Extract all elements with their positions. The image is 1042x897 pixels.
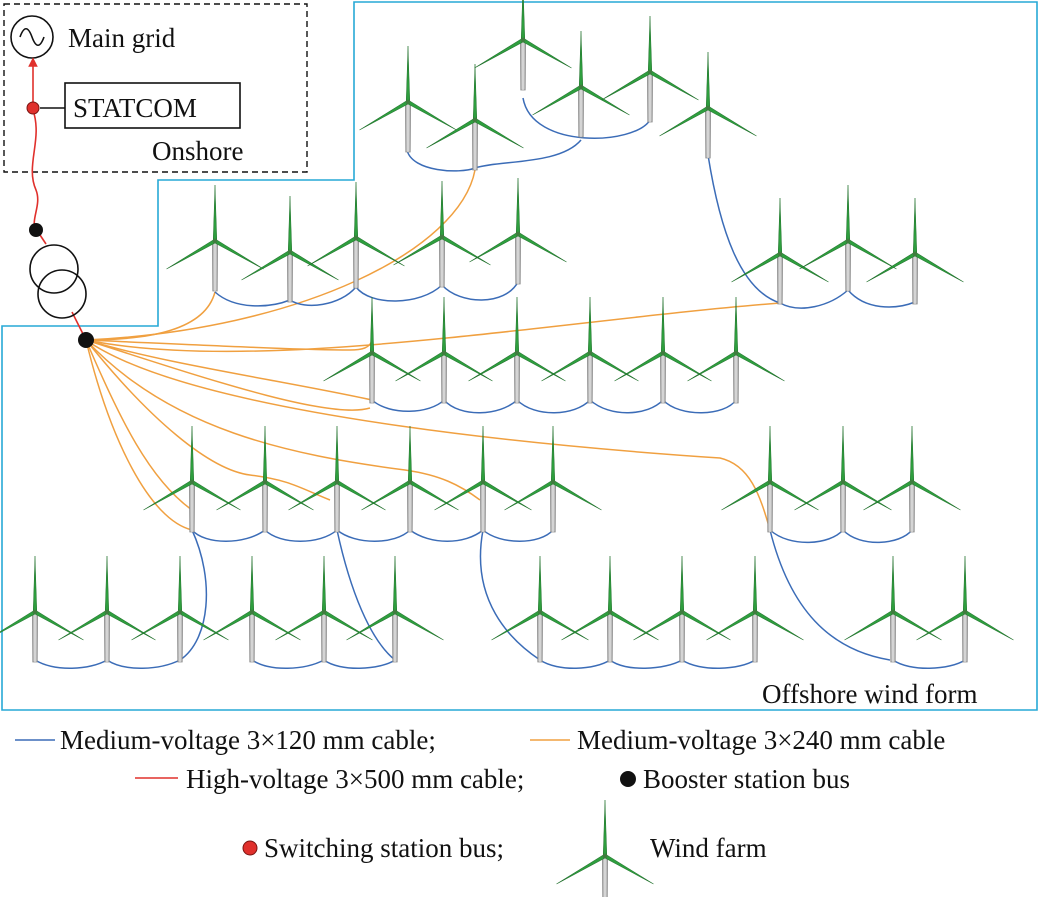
switching-station-bus xyxy=(26,101,40,115)
wind-turbine-icon xyxy=(503,425,603,533)
wind-turbine-icon xyxy=(0,555,85,663)
wind-turbine-icon xyxy=(142,425,242,533)
offshore-boundary xyxy=(1,1,1038,711)
wind-turbine-icon xyxy=(425,63,525,171)
wind-turbine-icon xyxy=(793,425,893,533)
wind-turbine-icon xyxy=(358,45,458,153)
legend-booster-bus-label: Booster station bus xyxy=(643,764,850,794)
wind-turbine-icon xyxy=(306,181,406,289)
wind-turbine-icon xyxy=(730,197,830,305)
wind-turbine-icon xyxy=(274,555,374,663)
wind-turbine-icon xyxy=(865,197,965,305)
wind-turbine-icon xyxy=(560,555,660,663)
wind-turbine-icon xyxy=(632,555,732,663)
wind-turbine-icon xyxy=(240,195,340,303)
wind-turbine-icon xyxy=(843,555,943,663)
wind-turbine-icon xyxy=(473,0,573,91)
wind-turbine-icon xyxy=(915,555,1015,663)
legend-mv240-label: Medium-voltage 3×240 mm cable xyxy=(577,725,945,755)
main-grid-label: Main grid xyxy=(68,23,176,53)
legend-mv120-label: Medium-voltage 3×120 mm cable; xyxy=(60,725,436,755)
legend: Medium-voltage 3×120 mm cable; Medium-vo… xyxy=(15,725,945,897)
wind-turbine-icon xyxy=(360,425,460,533)
wind-turbine-icon xyxy=(798,184,898,292)
legend-switching-bus-label: Switching station bus; xyxy=(264,833,504,863)
legend-switching-bus-marker xyxy=(242,840,258,856)
wind-turbine-icon xyxy=(394,296,494,404)
transformer-icon xyxy=(29,244,87,319)
wind-turbine-icon xyxy=(433,425,533,533)
wind-turbine-icon xyxy=(555,799,655,897)
wind-turbine-icon xyxy=(862,425,962,533)
wind-turbine-icon xyxy=(540,296,640,404)
wind-turbine-icon xyxy=(658,51,758,159)
wind-turbine-icon xyxy=(467,296,567,404)
statcom-label: STATCOM xyxy=(73,93,197,123)
legend-wind-farm-label: Wind farm xyxy=(650,833,767,863)
wind-turbine-icon xyxy=(705,555,805,663)
wind-turbine-icon xyxy=(686,296,786,404)
booster-station-bus xyxy=(78,332,94,348)
wind-turbine-icon xyxy=(287,425,387,533)
legend-hv500-label: High-voltage 3×500 mm cable; xyxy=(186,764,524,794)
ac-source-icon xyxy=(10,15,54,59)
wind-turbine-icon xyxy=(720,425,820,533)
wind-turbine-icon xyxy=(392,180,492,288)
onshore-label: Onshore xyxy=(152,136,243,166)
wind-turbine-icon xyxy=(490,555,590,663)
wind-turbine-icon xyxy=(531,30,631,138)
wind-turbine-icon xyxy=(57,555,157,663)
wind-turbine-icon xyxy=(215,425,315,533)
booster-bus-small xyxy=(29,223,43,237)
offshore-label: Offshore wind form xyxy=(762,679,977,709)
statcom-box xyxy=(64,82,241,129)
onshore-boundary xyxy=(3,3,308,173)
legend-booster-bus-marker xyxy=(620,771,636,787)
wind-turbine-icon xyxy=(130,555,230,663)
wind-turbine-icon xyxy=(468,177,568,285)
mv240-cables xyxy=(85,169,781,531)
mv120-cables xyxy=(34,97,966,669)
wind-turbine-icon xyxy=(613,296,713,404)
wind-turbine-icon xyxy=(202,555,302,663)
